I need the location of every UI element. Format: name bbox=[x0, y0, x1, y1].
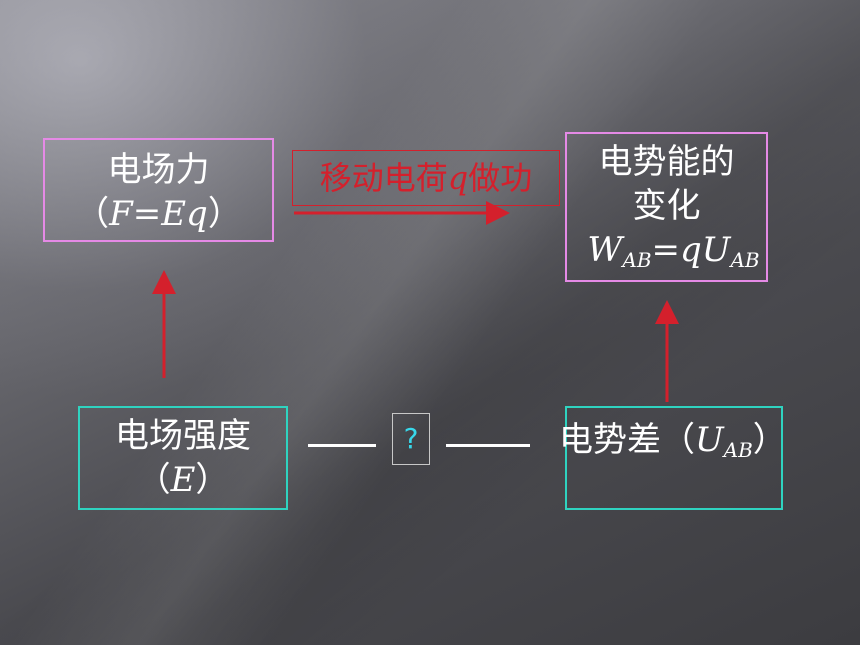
electric-force-box: 电场力 （F=Eq） bbox=[43, 138, 274, 242]
potential-difference-title: 电势差（UAB） bbox=[559, 420, 787, 462]
formula-wab: WAB=qUAB bbox=[587, 230, 760, 272]
question-mark-box: ? bbox=[392, 413, 430, 465]
field-intensity-title: 电场强度 bbox=[115, 416, 251, 456]
formula-f-eq: F=Eq bbox=[109, 194, 208, 234]
potential-energy-title-line1: 电势能的 bbox=[598, 142, 735, 182]
field-intensity-box: 电场强度 （E） bbox=[78, 406, 288, 510]
electric-force-formula: （F=Eq） bbox=[75, 194, 242, 234]
field-intensity-symbol: （E） bbox=[136, 460, 230, 500]
potential-difference-box: 电势差（UAB） bbox=[559, 406, 787, 510]
potential-energy-change-box: 电势能的 变化 WAB=qUAB bbox=[565, 132, 768, 282]
blank-line-right bbox=[446, 444, 530, 447]
potential-energy-title-line2: 变化 bbox=[632, 186, 701, 226]
blank-line-left bbox=[308, 444, 376, 447]
electric-force-title: 电场力 bbox=[107, 150, 210, 190]
work-done-label: 移动电荷q做功 bbox=[292, 150, 560, 206]
